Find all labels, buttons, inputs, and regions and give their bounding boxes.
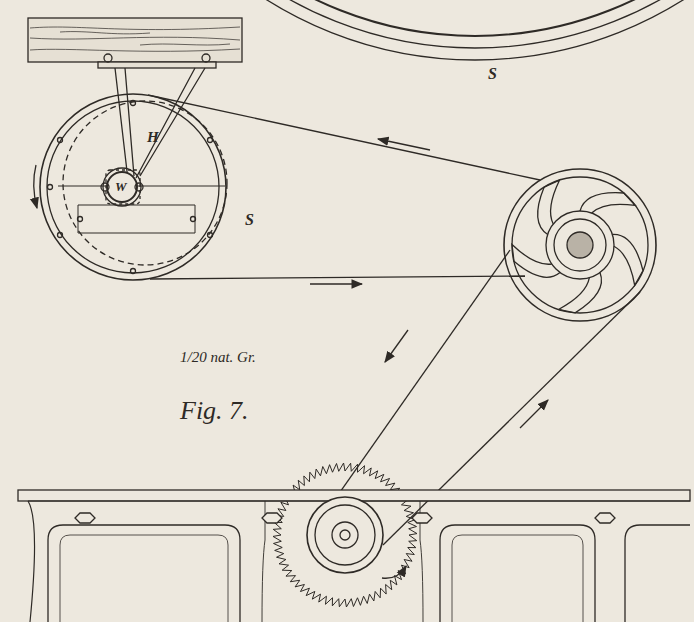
wooden-beam <box>28 18 242 62</box>
part-letter: S <box>488 66 497 82</box>
saw-blade <box>273 463 417 607</box>
saw-belt-up <box>383 292 640 545</box>
scale-note: 1/20 nat. Gr. <box>180 350 256 365</box>
pulley-spoke <box>612 234 643 285</box>
lower-belt <box>150 276 525 279</box>
pulley-spoke <box>559 273 602 313</box>
pulley-spoke <box>580 193 635 213</box>
left-pulley <box>40 94 226 280</box>
saw-pulley <box>307 497 383 573</box>
pulley-spoke <box>512 244 560 277</box>
pulley-spoke <box>538 180 560 234</box>
part-letter: H <box>147 130 159 145</box>
upper-belt <box>148 95 540 180</box>
part-letter: S <box>245 212 254 228</box>
part-letter: W <box>115 180 127 193</box>
figure-number: Fig. 7. <box>180 398 249 424</box>
shaft-hub <box>107 172 137 202</box>
